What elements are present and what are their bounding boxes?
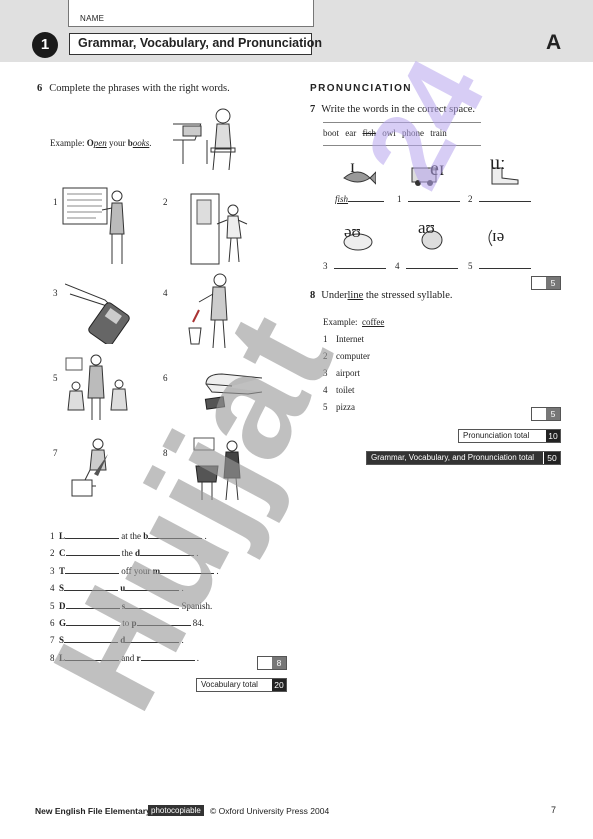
word-list: boot ear fish owl phone train (323, 128, 447, 138)
instruction-underlined: line (347, 290, 364, 301)
exercise-8-instruction: 8 Underline the stressed syllable. (310, 290, 452, 301)
exercise-8-score: 5 (546, 408, 560, 420)
sound-symbol: ɪə (492, 226, 505, 245)
footer-book-title: New English File Elementary (35, 806, 151, 816)
answer-row[interactable]: 7 S d . (50, 635, 184, 646)
answer-row[interactable]: 4 S u . (50, 583, 184, 594)
sound-picture-phone: əʊ (340, 222, 376, 252)
pronunciation-total-score: 10 (546, 430, 560, 442)
instruction-text: Write the words in the correct space. (321, 104, 476, 115)
picture-number: 8 (163, 448, 168, 458)
answer-blank-2[interactable]: 2 (468, 193, 531, 204)
exercise-number: 7 (310, 104, 316, 115)
word-box (323, 122, 481, 146)
copyright: © Oxford University Press 2004 (210, 806, 330, 816)
exercise-7-score: 5 (546, 277, 560, 289)
unit-number-badge: 1 (32, 32, 58, 58)
instruction-text: Complete the phrases with the right word… (49, 83, 230, 94)
vocabulary-total-label: Vocabulary total (201, 680, 258, 689)
word-option: train (430, 128, 447, 138)
exercise-8-score-box: 5 (531, 407, 561, 421)
word-option: boot (323, 128, 340, 138)
picture-3-mobile (65, 283, 130, 344)
sound-symbol: eɪ (430, 158, 445, 180)
exercise-number: 8 (310, 290, 316, 301)
answer-row[interactable]: 2 C the d . (50, 548, 199, 559)
pronunciation-total-box: Pronunciation total 10 (458, 429, 561, 443)
picture-7-sit (71, 438, 108, 497)
exercise-6-score: 8 (272, 657, 286, 669)
picture-4-bin (188, 273, 228, 349)
sound-symbol: əʊ (344, 222, 361, 241)
example-label: Example: (50, 138, 85, 148)
name-label: NAME (80, 14, 105, 23)
picture-number: 7 (53, 448, 58, 458)
exercise-6-score-box: 8 (257, 656, 287, 670)
example-teacher-picture (173, 108, 236, 171)
sound-picture-boot: uː (484, 152, 528, 186)
pronunciation-heading: PRONUNCIATION (310, 83, 412, 94)
answer-row[interactable]: 8 L and r . (50, 652, 200, 663)
section-letter: A (546, 31, 562, 54)
picture-1-board (62, 187, 125, 264)
word-option: owl (382, 128, 396, 138)
answer-blank-3[interactable]: 3 (323, 260, 386, 271)
name-field[interactable] (68, 0, 314, 27)
picture-6-hand (204, 373, 262, 410)
sound-picture-train: eɪ (410, 158, 464, 186)
gvp-total-score: 50 (543, 452, 560, 464)
pronunciation-total-label: Pronunciation total (463, 431, 530, 440)
picture-8-box (193, 437, 241, 501)
example-answer: fish (335, 194, 349, 204)
vocabulary-total-box: Vocabulary total 20 (196, 678, 287, 692)
sound-picture-owl: aʊ (410, 218, 454, 250)
exercise-7-score-box: 5 (531, 276, 561, 290)
picture-number: 4 (163, 288, 168, 298)
picture-2-door (190, 193, 248, 265)
exercise-7-instruction: 7 Write the words in the correct space. (310, 104, 475, 115)
vocabulary-total-score: 20 (272, 679, 286, 691)
sound-symbol: ɪ (350, 156, 356, 176)
instruction-prefix: Under (321, 290, 348, 301)
picture-number: 3 (53, 288, 58, 298)
page-number: 7 (551, 805, 557, 815)
exercise-8-example: Example: coffee (323, 317, 385, 327)
sound-picture-ear: ɪə (484, 224, 528, 252)
title-box (69, 33, 312, 55)
exercise-number: 6 (37, 83, 43, 94)
sound-symbol: uː (490, 152, 506, 174)
answer-blank-4[interactable]: 4 (395, 260, 458, 271)
word-option: phone (402, 128, 425, 138)
picture-number: 5 (53, 373, 58, 383)
answer-row[interactable]: 3 T off your m . (50, 565, 219, 576)
answer-blank-5[interactable]: 5 (468, 260, 531, 271)
picture-number: 6 (163, 373, 168, 383)
sound-symbol: aʊ (418, 218, 435, 237)
answer-blank-1[interactable]: 1 (397, 193, 460, 204)
gvp-total-label: Grammar, Vocabulary, and Pronunciation t… (371, 453, 535, 462)
answer-row[interactable]: 6 G to p 84. (50, 618, 205, 629)
gvp-total-box: Grammar, Vocabulary, and Pronunciation t… (366, 451, 561, 465)
word-option: fish (362, 128, 377, 138)
exercise-6-example: Example: Open your books. (50, 138, 152, 148)
exercise-6-answers: 1 L at the b . 2 C the d . 3 T off your m … (50, 528, 219, 667)
exercise-6-instruction: 6 Complete the phrases with the right wor… (37, 83, 230, 94)
picture-number: 2 (163, 197, 168, 207)
sound-picture-fish: ɪ (340, 156, 377, 186)
answer-row[interactable]: 5 D s Spanish. (50, 600, 213, 611)
page-title: Grammar, Vocabulary, and Pronunciation (78, 36, 323, 50)
instruction-suffix: the stressed syllable. (363, 290, 453, 301)
photocopiable-badge: photocopiable (148, 805, 204, 816)
blank-example: fish (335, 193, 385, 204)
picture-number: 1 (53, 197, 58, 207)
answer-row[interactable]: 1 L at the b . (50, 531, 207, 541)
word-option: ear (345, 128, 357, 138)
picture-5-people (65, 354, 128, 420)
